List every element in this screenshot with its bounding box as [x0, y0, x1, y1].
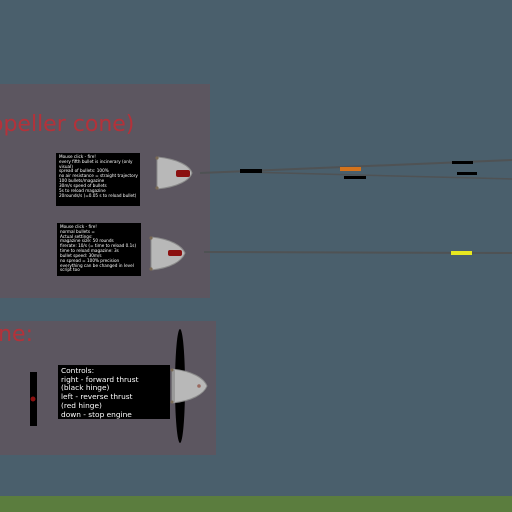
- info-line: 100 bullets/magazine: [59, 178, 105, 184]
- propeller-cone-gun-icon: [155, 156, 193, 190]
- info-line: time to reload magazine: 3s: [60, 248, 119, 254]
- controls-line: left - reverse thrust: [61, 392, 133, 402]
- info-line: Actual settings:: [60, 233, 93, 239]
- bullet-icon: [451, 251, 472, 255]
- controls-line: down - stop engine: [61, 409, 132, 419]
- bullet-icon: [457, 172, 477, 175]
- info-line: 20rounds/s (=0.05 s to reload bullet): [59, 192, 137, 198]
- gun-2-info-box: Mouse click - fire! normal bullets = Act…: [57, 223, 141, 276]
- info-line: Mouse click - fire!: [60, 224, 97, 229]
- info-line: normal bullets =: [60, 228, 95, 234]
- info-line: no spread = 100% precision: [60, 257, 120, 263]
- info-line: 30m/s speed of bullets: [59, 182, 107, 188]
- info-line: visual): [59, 163, 73, 169]
- info-line: everything can be changed in level: [60, 262, 134, 268]
- info-line: script too: [60, 267, 80, 273]
- info-line: every fifth bullet is incinerary (only: [59, 158, 133, 164]
- controls-line: (black hinge): [61, 383, 110, 393]
- section-heading-guns: opeller cone): [0, 112, 135, 137]
- info-line: Mouse click - fire!: [59, 154, 96, 159]
- engine-controls-box: Controls: right - forward thrust (black …: [58, 365, 170, 419]
- info-line: no air resistance = straight trajectory: [59, 173, 138, 179]
- propeller-cone-gun-icon: [149, 236, 186, 271]
- bullet-icon: [452, 161, 473, 164]
- controls-line: (red hinge): [61, 400, 102, 410]
- info-line: firerate: 10/s (= time to reload 0.1s): [60, 243, 137, 249]
- ground: [0, 496, 512, 512]
- gun-1-info-box: Mouse click - fire! every fifth bullet i…: [56, 153, 140, 206]
- bullet-icon: [240, 169, 262, 173]
- hinge-icon: [30, 372, 37, 426]
- bullet-icon: [340, 167, 361, 171]
- bullet-icon: [344, 176, 366, 179]
- controls-line: right - forward thrust: [61, 374, 139, 384]
- bullet-trajectory-line: [241, 171, 512, 180]
- info-line: spread of bullets: 100%: [59, 168, 109, 174]
- info-line: bullet speed: 30m/s: [60, 252, 102, 258]
- propeller-engine-icon: [170, 329, 208, 443]
- controls-line: Controls:: [61, 366, 95, 375]
- section-heading-engine: ine:: [0, 322, 34, 347]
- info-line: magazine size: 50 rounds: [60, 238, 114, 244]
- info-line: 5s to reload magazine: [59, 187, 106, 193]
